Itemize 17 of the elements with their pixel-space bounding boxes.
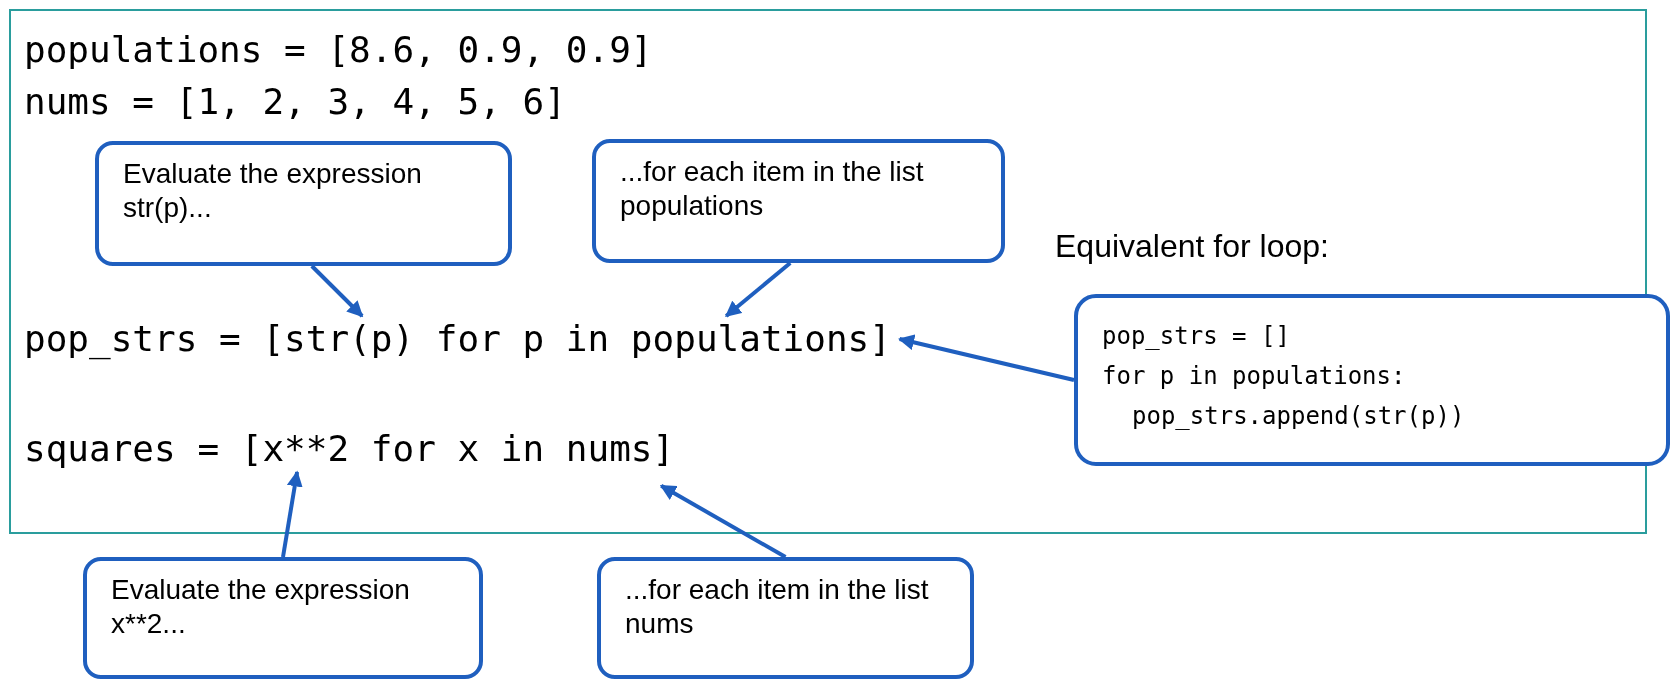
arrow (281, 470, 303, 558)
arrow (310, 264, 364, 318)
code-line: populations = [8.6, 0.9, 0.9] (24, 27, 653, 73)
callout-box: ...for each item in the list nums (597, 557, 974, 679)
code-line: pop_strs = [str(p) for p in populations] (24, 316, 891, 362)
code-line: pop_strs.append(str(p)) (1132, 401, 1465, 432)
callout-box: ...for each item in the list populations (592, 139, 1005, 263)
code-line: nums = [1, 2, 3, 4, 5, 6] (24, 79, 566, 125)
code-line: squares = [x**2 for x in nums] (24, 426, 675, 472)
arrow (659, 484, 787, 559)
heading: Equivalent for loop: (1055, 228, 1329, 265)
arrow (898, 334, 1075, 382)
code-line: pop_strs = [] (1102, 321, 1290, 352)
code-line: for p in populations: (1102, 361, 1406, 392)
arrow (724, 261, 792, 318)
callout-box: Evaluate the expression x**2... (83, 557, 483, 679)
callout-box: Evaluate the expression str(p)... (95, 141, 512, 266)
